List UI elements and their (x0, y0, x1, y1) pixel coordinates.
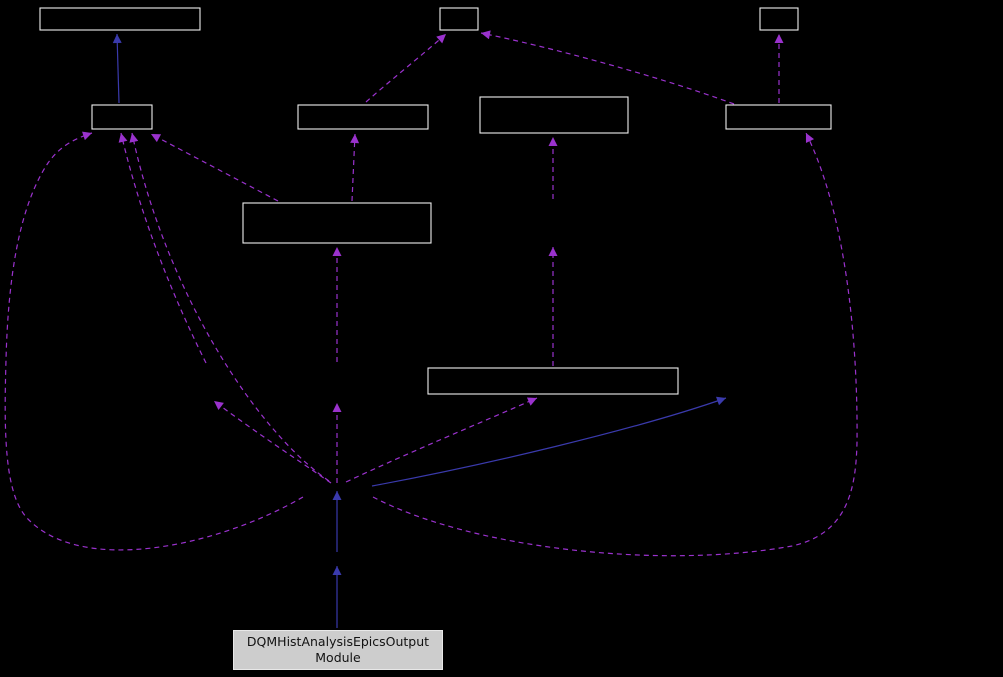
class-node-row2-a[interactable] (91, 104, 153, 130)
usage-edge (4, 131, 304, 551)
current-class-label-line2: Module (315, 650, 361, 665)
usage-edge (129, 132, 330, 482)
class-node-row2-b[interactable] (297, 104, 429, 130)
usage-edge (350, 133, 360, 202)
usage-edge (372, 132, 858, 557)
usage-edge (150, 133, 279, 202)
usage-edge (118, 132, 207, 364)
usage-edge (480, 30, 735, 105)
usage-edge (345, 397, 538, 483)
usage-edge (213, 400, 332, 484)
inheritance-edge (112, 33, 122, 104)
current-class-node: DQMHistAnalysisEpicsOutput Module (233, 630, 443, 670)
class-node-row3[interactable] (242, 202, 432, 244)
class-node-top-right[interactable] (759, 7, 799, 31)
edges-layer (4, 30, 858, 628)
class-node-top-center[interactable] (439, 7, 479, 31)
current-class-label-line1: DQMHistAnalysisEpicsOutput (246, 634, 430, 650)
nodes-layer (39, 7, 832, 395)
usage-edge (365, 33, 447, 103)
class-node-row2-d[interactable] (725, 104, 832, 130)
class-node-top-left[interactable] (39, 7, 201, 31)
class-node-row4[interactable] (427, 367, 679, 395)
inheritance-edge (371, 396, 727, 487)
class-node-row2-c[interactable] (479, 96, 629, 134)
